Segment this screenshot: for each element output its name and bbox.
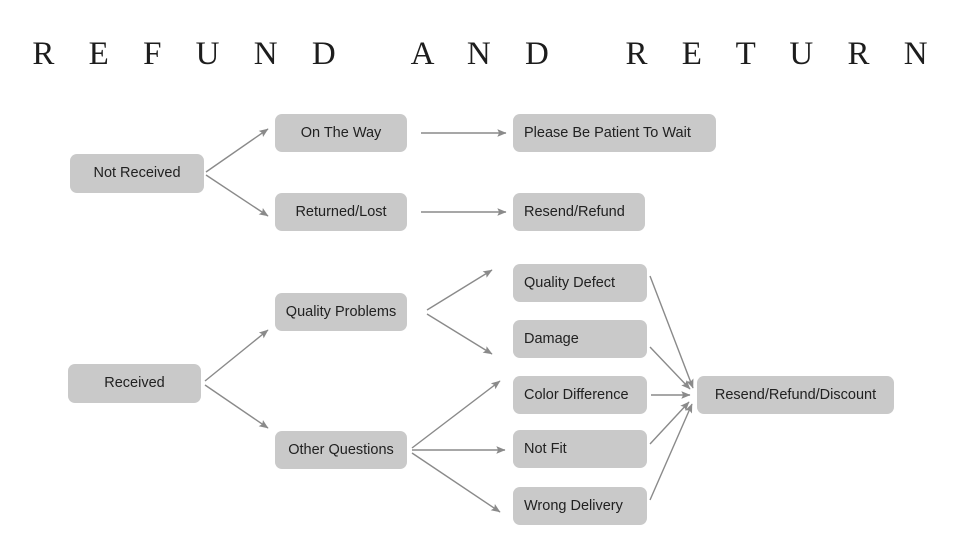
damage-to-resend-refund-discount [649,346,691,390]
node-label: Color Difference [524,386,629,403]
node-label: Damage [524,330,579,347]
node-label: Other Questions [288,441,394,458]
quality-problems-to-quality-defect [426,269,493,311]
node-label: Wrong Delivery [524,497,623,514]
not-received-to-on-the-way [205,128,269,173]
wrong-delivery-to-resend-refund-discount [649,403,693,501]
node-on-the-way[interactable]: On The Way [275,114,407,152]
not-fit-to-resend-refund-discount [649,401,690,445]
node-label: Received [104,375,165,392]
node-label: On The Way [300,124,382,141]
node-label: Resend/Refund [524,203,625,220]
node-not-fit[interactable]: Not Fit [513,430,647,468]
quality-defect-to-resend-refund-discount [649,275,694,389]
node-label: Quality Defect [524,274,616,291]
node-please-be-patient-to-wait[interactable]: Please Be Patient To Wait [513,114,716,152]
other-questions-to-color-difference [411,380,501,449]
node-label: Please Be Patient To Wait [524,124,691,141]
node-color-difference[interactable]: Color Difference [513,376,647,414]
node-label: Resend/Refund/Discount [714,386,877,403]
node-label: Not Fit [524,440,567,457]
node-quality-defect[interactable]: Quality Defect [513,264,647,302]
node-damage[interactable]: Damage [513,320,647,358]
node-resend-refund[interactable]: Resend/Refund [513,193,645,231]
node-wrong-delivery[interactable]: Wrong Delivery [513,487,647,525]
other-questions-to-wrong-delivery [411,452,501,513]
node-received[interactable]: Received [68,364,201,403]
not-received-to-returned-lost [205,174,269,217]
received-to-quality-problems [204,329,269,382]
node-resend-refund-discount[interactable]: Resend/Refund/Discount [697,376,894,414]
node-label: Returned/Lost [295,203,387,220]
node-not-received[interactable]: Not Received [70,154,204,193]
node-label: Not Received [93,165,181,182]
quality-problems-to-damage [426,313,493,355]
node-other-questions[interactable]: Other Questions [275,431,407,469]
node-label: Quality Problems [285,303,397,320]
received-to-other-questions [204,384,269,429]
node-returned-lost[interactable]: Returned/Lost [275,193,407,231]
node-quality-problems[interactable]: Quality Problems [275,293,407,331]
page-title: R E F U N D A N D R E T U R N [32,36,941,72]
